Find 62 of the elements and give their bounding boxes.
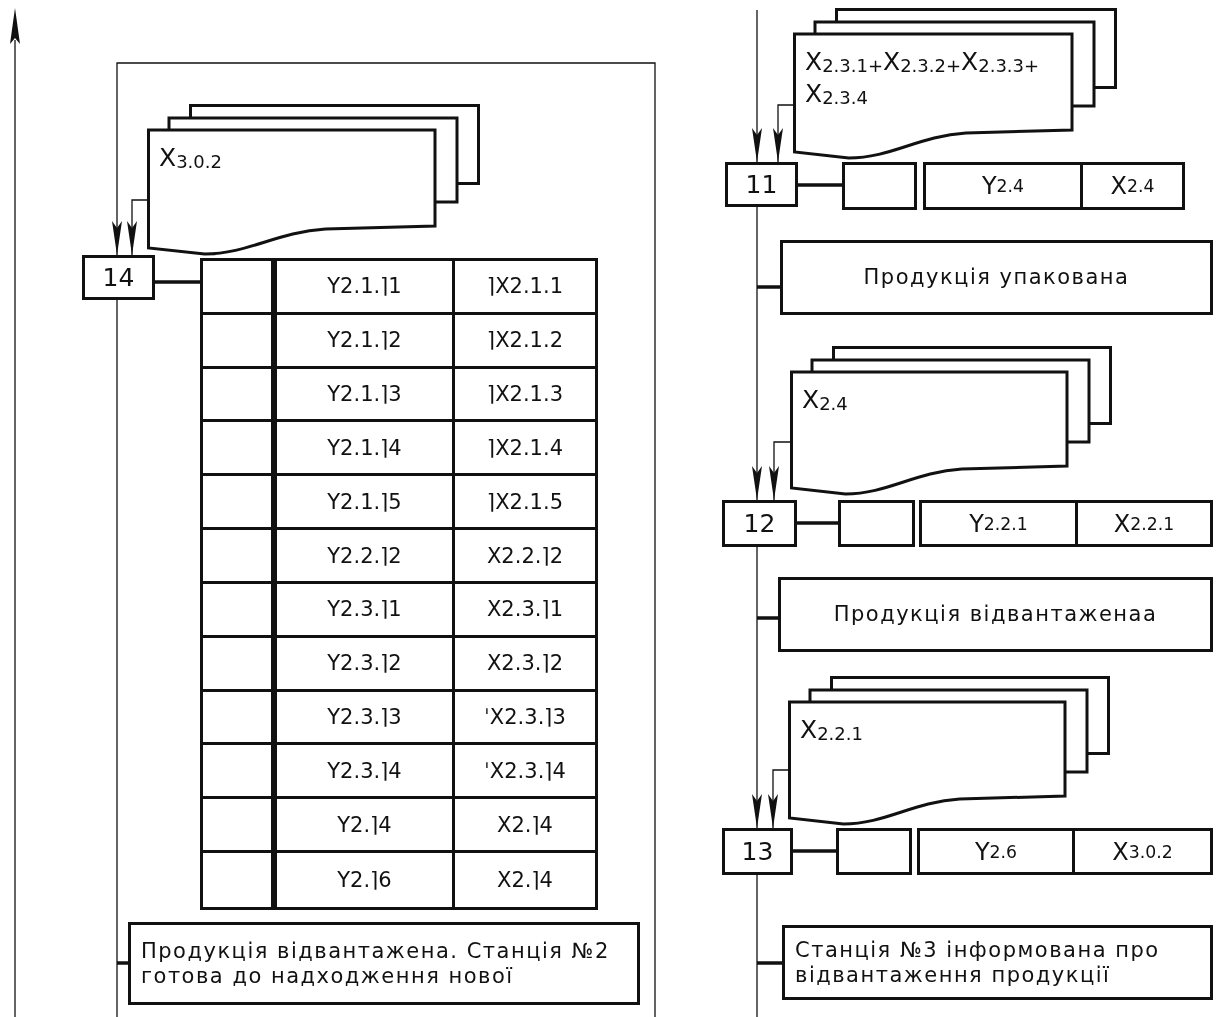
table-cell: Y2.3.⌉4 <box>277 745 455 800</box>
connector-line <box>757 616 778 620</box>
document-label: X$_{3.0.2}$ <box>159 142 223 174</box>
table-cell: ˈX2.3.⌉3 <box>455 691 595 746</box>
table-cell: Y2.⌉6 <box>277 853 455 907</box>
table-cell: X2.3.⌉1 <box>455 584 595 638</box>
table-cell: Y2.1.⌉4 <box>277 422 455 477</box>
table-cell: Y2.3.⌉1 <box>277 584 455 638</box>
comment-box: Продукція відвантаженаа <box>778 577 1213 652</box>
table-cell: Y2.3.⌉2 <box>277 637 455 692</box>
table-cell-text: X2.⌉4 <box>496 867 554 895</box>
table-cell: Y2.1.⌉3 <box>277 368 455 423</box>
connector-line <box>756 874 758 1017</box>
comment-box: Продукція упакована <box>780 240 1213 315</box>
connector-line <box>757 285 780 289</box>
step-number-box: 14 <box>82 255 155 300</box>
table-cell: ⌉X2.1.5 <box>455 476 595 531</box>
document-stack <box>793 8 1117 160</box>
document-label: X$_{2.2.1}$ <box>800 714 864 746</box>
flow-arrow <box>773 104 794 163</box>
signal-table <box>200 258 598 910</box>
step-number-box: 13 <box>722 828 793 875</box>
flow-arrow <box>752 206 762 501</box>
step-number-box: 11 <box>725 162 798 207</box>
table-cell: Y2.2.⌉2 <box>277 530 455 584</box>
table-cell: ⌉X2.1.2 <box>455 314 595 369</box>
flow-arrow <box>127 199 148 256</box>
empty-box <box>838 500 915 547</box>
table-cell: ˈX2.3.⌉4 <box>455 745 595 800</box>
table-cell: Y2.3.⌉3 <box>277 691 455 746</box>
empty-box <box>836 828 912 875</box>
flow-arrow <box>752 9 762 163</box>
flow-arrow <box>768 769 789 829</box>
connector-line <box>798 183 842 187</box>
table-cell: X2.3.⌉2 <box>455 637 595 692</box>
document-stack <box>147 104 480 256</box>
empty-box <box>842 162 917 210</box>
flow-arrow <box>112 62 656 1017</box>
connector-line <box>116 299 118 1017</box>
flow-arrow <box>752 546 762 829</box>
table-cell: X2.⌉4 <box>455 799 595 854</box>
document-stack <box>790 346 1112 496</box>
flow-arrow <box>769 441 791 501</box>
step-number-box: 12 <box>722 500 797 547</box>
connector-line <box>793 849 836 853</box>
document-label: X$_{2.3.1+}$X$_{2.3.2+}$X$_{2.3.3+}$ X$_{2.3.4}$ <box>805 46 1041 110</box>
table-cell: Y2.1.⌉2 <box>277 314 455 369</box>
document-label: X$_{2.4}$ <box>802 384 849 416</box>
table-cell: Y2.1.⌉5 <box>277 476 455 531</box>
connector-line <box>797 521 838 525</box>
table-cell: Y2.1.⌉1 <box>277 261 455 315</box>
table-cell: ⌉X2.1.4 <box>455 422 595 477</box>
connector-line <box>117 961 128 965</box>
connector-line <box>155 280 200 284</box>
table-cell: ⌉X2.1.3 <box>455 368 595 423</box>
table-cell: ⌉X2.1.1 <box>455 261 595 315</box>
comment-box: Станція №3 інформована про відвантаження продукції <box>782 925 1213 1000</box>
table-cell: Y2.⌉4 <box>277 799 455 854</box>
comment-box: Продукція відвантажена. Станція №2 готова до надходження нової <box>128 922 640 1005</box>
table-cell: X2.2.⌉2 <box>455 530 595 584</box>
document-stack <box>788 676 1110 826</box>
connector-line <box>757 961 782 965</box>
